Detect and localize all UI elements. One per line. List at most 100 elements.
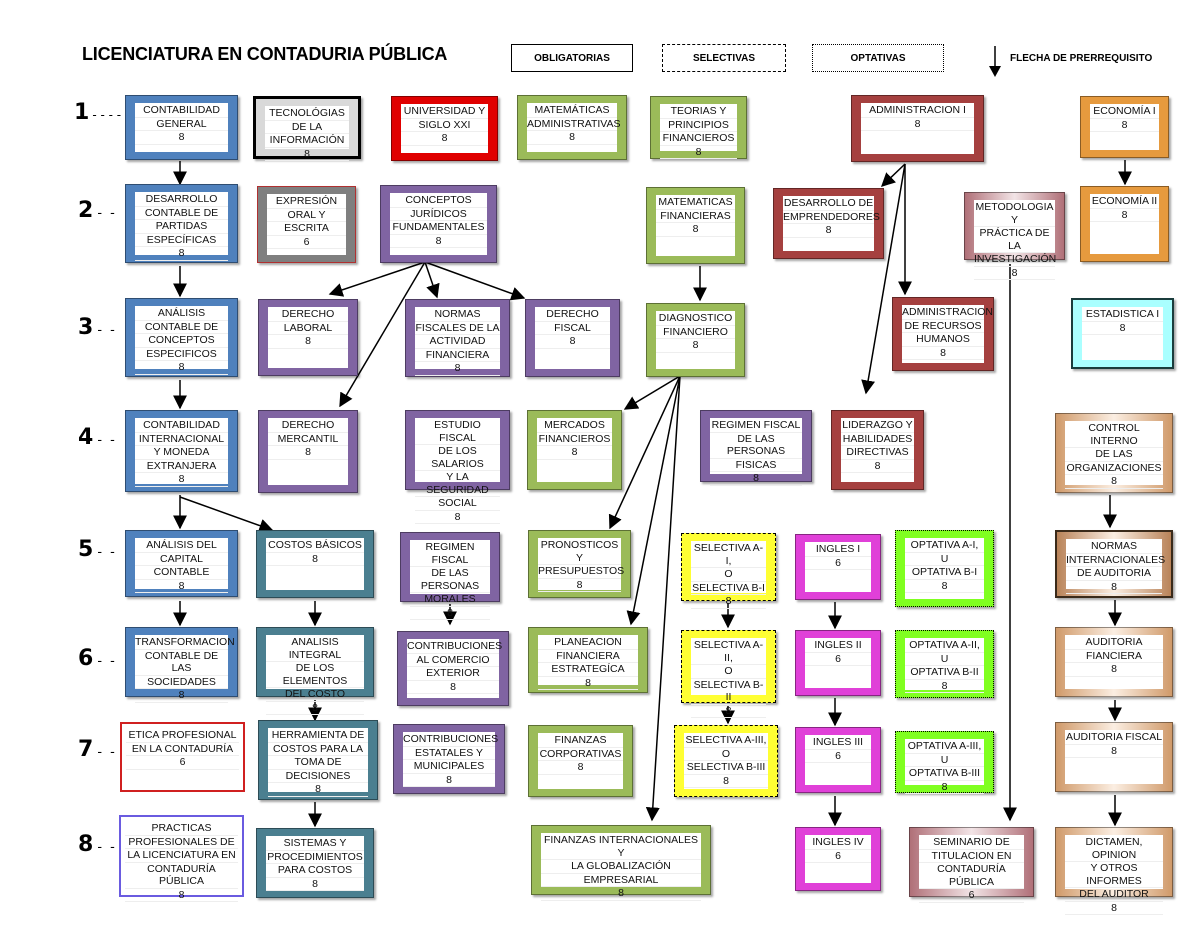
course-name-line: ESTRATEGÍCA	[538, 663, 638, 677]
course-credits: 8	[266, 878, 364, 891]
course-name-line: EXPRESIÓN	[267, 195, 346, 209]
course-credits: 8	[410, 607, 490, 620]
course-credits: 8	[537, 446, 612, 460]
course-credits: 8	[905, 781, 984, 794]
course-credits: 8	[135, 580, 228, 593]
course-name-line: INTERNACIONAL	[135, 433, 228, 446]
course-credits: 8	[783, 224, 874, 238]
course-name-line: DEL AUDITOR	[1065, 888, 1163, 902]
course-name-line: ETICA PROFESIONAL	[126, 729, 239, 743]
course-credits: 6	[805, 850, 871, 863]
prerequisite-arrow	[424, 261, 526, 301]
course-name-line: SELECTIVA A-III,	[684, 734, 768, 748]
course-credits: 8	[1065, 663, 1163, 677]
course-name-line: FINANCIERO	[656, 326, 735, 339]
course-name-line: FINANCIEROS	[537, 432, 612, 446]
course-name-line: CONCEPTOS	[390, 194, 487, 208]
course-credits: 8	[390, 235, 487, 248]
course-name-line: AUDITORIA FISCAL	[1065, 731, 1163, 745]
course-name-line: EXTERIOR	[407, 667, 499, 681]
course-name-line: ANALISIS INTEGRAL	[266, 636, 364, 662]
course-name-line: ACTIVIDAD	[415, 335, 500, 349]
semester-label-8: 8- -	[78, 832, 117, 857]
course-name-line: CONTABLE DE	[135, 321, 228, 334]
course-name-line: AL COMERCIO	[407, 654, 499, 667]
prerequisite-arrow	[328, 261, 426, 297]
prerequisite-arrow	[623, 375, 681, 410]
course-name-line: SELECTIVA B-III	[684, 761, 768, 775]
semester-dashes: - -	[97, 654, 117, 669]
course-name-line: SELECTIVA A-II,	[691, 639, 766, 665]
course-name-line: SEMINARIO DE	[919, 836, 1024, 850]
course-name-line: DE LAS PERSONAS	[710, 433, 802, 459]
course-name-line: SISTEMAS Y	[266, 837, 364, 851]
course-name-line: ADMINISTRATIVAS	[527, 117, 621, 131]
course-name-line: DICTAMEN, OPINION	[1065, 836, 1163, 862]
course-name-line: HUMANOS	[902, 333, 984, 347]
course-name-line: INTERNACIONALES	[1066, 553, 1166, 567]
course-name-line: CONTABLE DE LAS	[135, 650, 228, 676]
course-name-line: FINANCIEROS	[660, 132, 737, 146]
course-credits: 8	[691, 705, 766, 718]
course-name-line: DE LOS ELEMENTOS	[266, 662, 364, 688]
course-name-line: SELECTIVA B-I	[691, 581, 766, 595]
course-name-line: LABORAL	[268, 322, 348, 335]
semester-label-2: 2- -	[78, 198, 117, 223]
course-credits: 8	[403, 774, 495, 787]
course-credits: 8	[691, 595, 766, 609]
prerequisite-arrow	[645, 375, 681, 822]
course-name-line: TITULACION EN	[919, 850, 1024, 863]
semester-dashes: - -	[97, 323, 117, 338]
course-name-line: JURÍDICOS	[390, 208, 487, 221]
course-credits: 8	[266, 553, 364, 566]
course-name-line: DE LAS	[1065, 448, 1163, 462]
course-name-line: FISCAL	[535, 322, 610, 335]
course-name-line: CONTADURÍA PÚBLICA	[125, 863, 238, 889]
course-name-line: ESPECÍFICAS	[135, 234, 228, 247]
course-name-line: INGLES IV	[805, 836, 871, 850]
course-name-line: FINANZAS	[538, 734, 623, 748]
legend-arrow-icon	[988, 46, 1002, 83]
course-credits: 8	[415, 511, 500, 524]
course-name-line: CONTABLE DE	[135, 207, 228, 220]
course-name-line: NORMAS	[1066, 540, 1162, 554]
prerequisite-arrow	[339, 261, 426, 408]
course-name-line: PROCEDIMIENTOS	[266, 850, 364, 864]
course-name-line: MERCADOS	[537, 419, 612, 433]
course-name-line: NORMAS	[415, 308, 500, 322]
semester-dashes: - - - -	[92, 108, 122, 122]
course-name-line: FINANZAS INTERNACIONALES Y	[541, 834, 701, 860]
course-name-line: ANÁLISIS DEL	[135, 539, 228, 553]
semester-number: 5	[78, 537, 94, 562]
prerequisite-arrow	[608, 375, 681, 530]
semester-number: 6	[78, 646, 94, 671]
course-name-line: O	[691, 665, 766, 679]
course-name-line: ESTUDIO FISCAL	[415, 419, 500, 445]
course-name-line: CONCEPTOS	[135, 334, 228, 348]
course-name-line: ESPECIFICOS	[135, 348, 228, 361]
course-name-line: PLANEACION	[538, 636, 638, 650]
semester-number: 8	[78, 832, 94, 857]
course-name-line: OPTATIVA A-III,	[905, 740, 984, 754]
course-name-line: MATEMATICAS	[656, 196, 735, 210]
